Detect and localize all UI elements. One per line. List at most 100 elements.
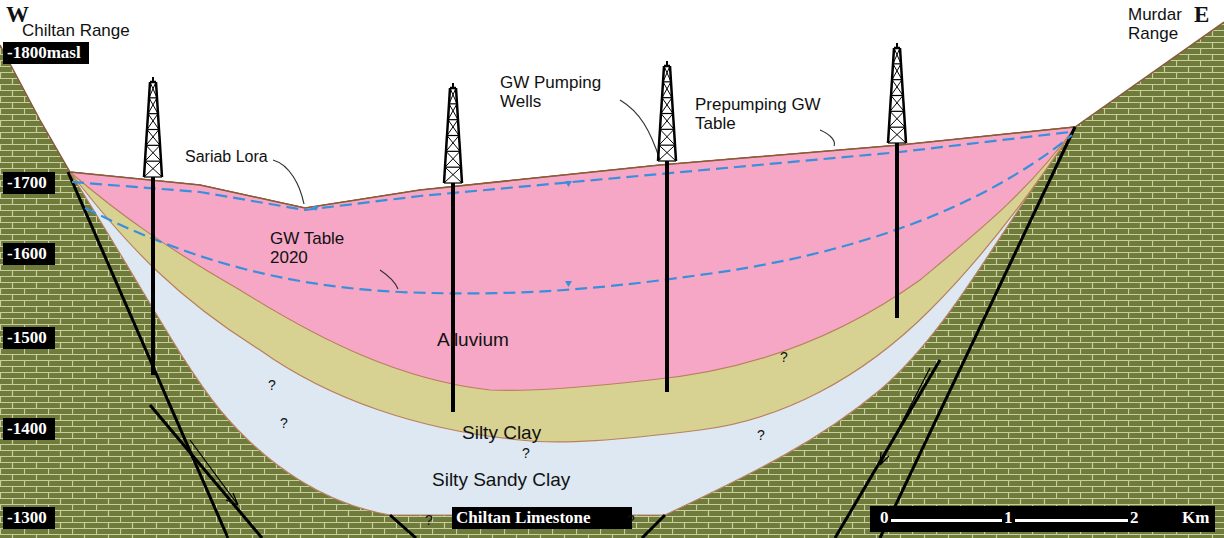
- pumping-wells: [144, 43, 906, 412]
- well-stroke: [890, 111, 904, 112]
- well-stroke: [895, 143, 899, 318]
- well-stroke: [659, 145, 675, 146]
- well-stroke: [148, 113, 158, 114]
- scale-text: Km: [1180, 508, 1211, 528]
- well-stroke: [152, 77, 154, 82]
- well-stroke: [888, 142, 906, 143]
- well-stroke: [452, 83, 454, 88]
- well-stroke: [894, 48, 901, 64]
- well-stroke: [888, 127, 905, 143]
- well-stroke: [663, 81, 671, 82]
- well-stroke: [448, 120, 459, 136]
- text-label: Chiltan Range: [22, 22, 130, 41]
- well-stroke: [660, 114, 673, 130]
- elevation-label-box: -1600: [3, 243, 55, 265]
- well-stroke: [893, 63, 901, 64]
- uncertain-mark: ?: [268, 378, 276, 393]
- text-label: E: [1194, 2, 1209, 27]
- well-stroke: [148, 114, 159, 130]
- well-stroke: [449, 104, 458, 120]
- well-stroke: [889, 111, 904, 127]
- well-stroke: [149, 97, 157, 98]
- text-label: Silty Clay: [462, 423, 541, 444]
- well-stroke: [896, 43, 898, 48]
- well-stroke: [889, 127, 905, 128]
- well-stroke: [448, 119, 458, 120]
- well-stroke: [889, 127, 906, 143]
- leader-lines: [273, 100, 834, 289]
- well-stroke: [891, 96, 904, 112]
- well-stroke: [150, 82, 157, 98]
- well-stroke: [451, 183, 455, 412]
- uncertain-mark: ?: [780, 350, 788, 365]
- well-stroke: [666, 61, 668, 66]
- well-stroke: [892, 79, 902, 80]
- formation-label-box: Chiltan Limestone: [452, 507, 632, 529]
- well-stroke: [660, 129, 675, 145]
- elevation-label-box: -1800masl: [3, 42, 89, 64]
- well-stroke: [446, 151, 460, 152]
- well-stroke: [149, 98, 158, 114]
- well-stroke: [658, 160, 676, 161]
- well-stroke: [450, 88, 457, 104]
- well-stroke: [891, 80, 902, 96]
- well-stroke: [144, 161, 161, 177]
- well-stroke: [445, 167, 461, 168]
- well-stroke: [659, 129, 674, 145]
- well-stroke: [147, 114, 158, 130]
- elevation-label-box: -1500: [3, 327, 55, 349]
- well-stroke: [663, 82, 672, 98]
- uncertain-mark: ?: [757, 428, 765, 443]
- label-text: -1800masl: [7, 43, 81, 62]
- well-stroke: [663, 66, 670, 82]
- text-label: GW Pumping Wells: [500, 74, 620, 111]
- elevation-label-box: -1300: [3, 507, 55, 529]
- well-stroke: [890, 111, 905, 127]
- well-stroke: [659, 145, 676, 161]
- scale-text: 2: [1128, 508, 1141, 528]
- well-stroke: [890, 96, 903, 112]
- text-label: GW Table 2020: [270, 230, 380, 267]
- well-stroke: [445, 151, 460, 167]
- well-stroke: [146, 145, 160, 146]
- well-stroke: [892, 64, 901, 80]
- scale-text: 0: [878, 508, 891, 528]
- well-stroke: [148, 98, 157, 114]
- label-text: -1400: [7, 419, 47, 438]
- well-stroke: [145, 145, 160, 161]
- well-stroke: [146, 145, 161, 161]
- well-stroke: [444, 182, 462, 183]
- text-label: Murdar Range: [1128, 6, 1208, 43]
- well-stroke: [893, 64, 902, 80]
- well-stroke: [448, 104, 457, 120]
- faults: [68, 127, 1075, 538]
- well-stroke: [893, 48, 900, 64]
- well-stroke: [147, 130, 160, 146]
- uncertain-mark: ?: [280, 416, 288, 431]
- well-stroke: [149, 82, 156, 98]
- well-stroke: [660, 129, 674, 130]
- well-stroke: [145, 161, 162, 177]
- label-text: -1500: [7, 328, 47, 347]
- text-label: Prepumping GW Table: [695, 96, 825, 133]
- well-stroke: [144, 176, 162, 177]
- well-stroke: [147, 129, 159, 130]
- well-stroke: [662, 82, 671, 98]
- label-text: Chiltan Limestone: [456, 508, 591, 527]
- well-stroke: [447, 135, 459, 136]
- uncertain-mark: ?: [522, 446, 530, 461]
- text-label: Silty Sandy Clay: [432, 470, 570, 491]
- label-text: -1700: [7, 173, 47, 192]
- well-stroke: [151, 177, 155, 375]
- well-stroke: [447, 120, 458, 136]
- well-stroke: [444, 167, 461, 183]
- well-stroke: [664, 66, 671, 82]
- well-stroke: [661, 113, 673, 114]
- well-stroke: [447, 136, 460, 152]
- elevation-label-box: -1700: [3, 172, 55, 194]
- well-stroke: [449, 88, 456, 104]
- alluvium: [70, 127, 1075, 391]
- label-text: -1300: [7, 508, 47, 527]
